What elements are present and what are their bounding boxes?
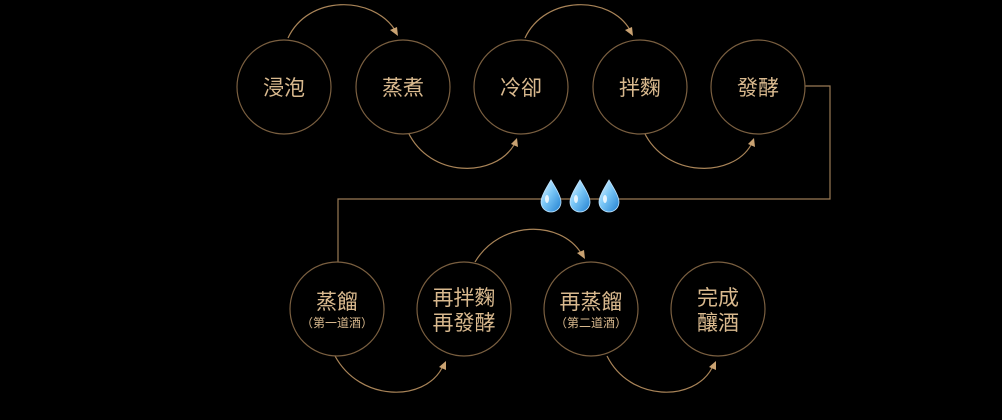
step-node-distill-first: 蒸餾 （第一道酒） bbox=[289, 261, 385, 357]
step-label: 再拌麴 bbox=[433, 286, 496, 310]
step-label: 發酵 bbox=[737, 76, 779, 100]
drop-highlight bbox=[603, 195, 607, 203]
arrow-mix-to-ferment bbox=[643, 131, 752, 169]
step-node-ferment: 發酵 bbox=[710, 39, 806, 135]
arrow-redistill-to-finish-head bbox=[709, 361, 716, 370]
row-connector-line bbox=[337, 85, 831, 262]
arrow-mix-to-ferment-head bbox=[748, 138, 755, 147]
step-label-line2: 釀酒 bbox=[697, 311, 739, 335]
arrow-distill-to-remix-head bbox=[439, 361, 446, 370]
arrow-cool-to-mix bbox=[524, 4, 631, 39]
drop-highlight bbox=[574, 195, 578, 203]
water-drops-group bbox=[540, 179, 620, 213]
arrow-remix-to-redistill-head bbox=[577, 250, 585, 259]
step-label: 拌麴 bbox=[619, 76, 661, 100]
arrow-distill-to-remix bbox=[334, 355, 443, 393]
drop-highlight bbox=[545, 195, 549, 203]
water-drop-icon bbox=[540, 179, 562, 213]
arrow-cool-to-mix-head bbox=[625, 27, 633, 36]
arrow-steam-to-cool bbox=[407, 131, 515, 169]
arrow-soak-to-steam bbox=[287, 4, 396, 39]
step-label: 蒸餾 bbox=[316, 290, 358, 314]
step-label: 冷卻 bbox=[500, 76, 542, 100]
step-label-line2: 再發酵 bbox=[433, 311, 496, 335]
step-node-soak: 浸泡 bbox=[236, 39, 332, 135]
arrows-group bbox=[287, 4, 755, 393]
arrow-redistill-to-finish bbox=[606, 355, 713, 393]
arrow-soak-to-steam-head bbox=[390, 27, 398, 36]
step-node-remix-referment: 再拌麴 再發酵 bbox=[416, 261, 512, 357]
step-node-distill-second: 再蒸餾 （第二道酒） bbox=[543, 261, 639, 357]
step-note: （第二道酒） bbox=[555, 316, 627, 330]
step-label: 浸泡 bbox=[263, 76, 305, 100]
step-label: 蒸煮 bbox=[382, 76, 424, 100]
step-note: （第一道酒） bbox=[301, 316, 373, 330]
water-drop-icon bbox=[598, 179, 620, 213]
arrow-steam-to-cool-head bbox=[511, 138, 518, 147]
step-label: 完成 bbox=[697, 286, 739, 310]
water-drop-icon bbox=[569, 179, 591, 213]
step-node-mix-koji: 拌麴 bbox=[592, 39, 688, 135]
step-node-cool: 冷卻 bbox=[473, 39, 569, 135]
arrow-remix-to-redistill bbox=[474, 228, 582, 263]
step-label: 再蒸餾 bbox=[560, 290, 623, 314]
step-node-steam: 蒸煮 bbox=[355, 39, 451, 135]
step-node-finish: 完成 釀酒 bbox=[670, 261, 766, 357]
